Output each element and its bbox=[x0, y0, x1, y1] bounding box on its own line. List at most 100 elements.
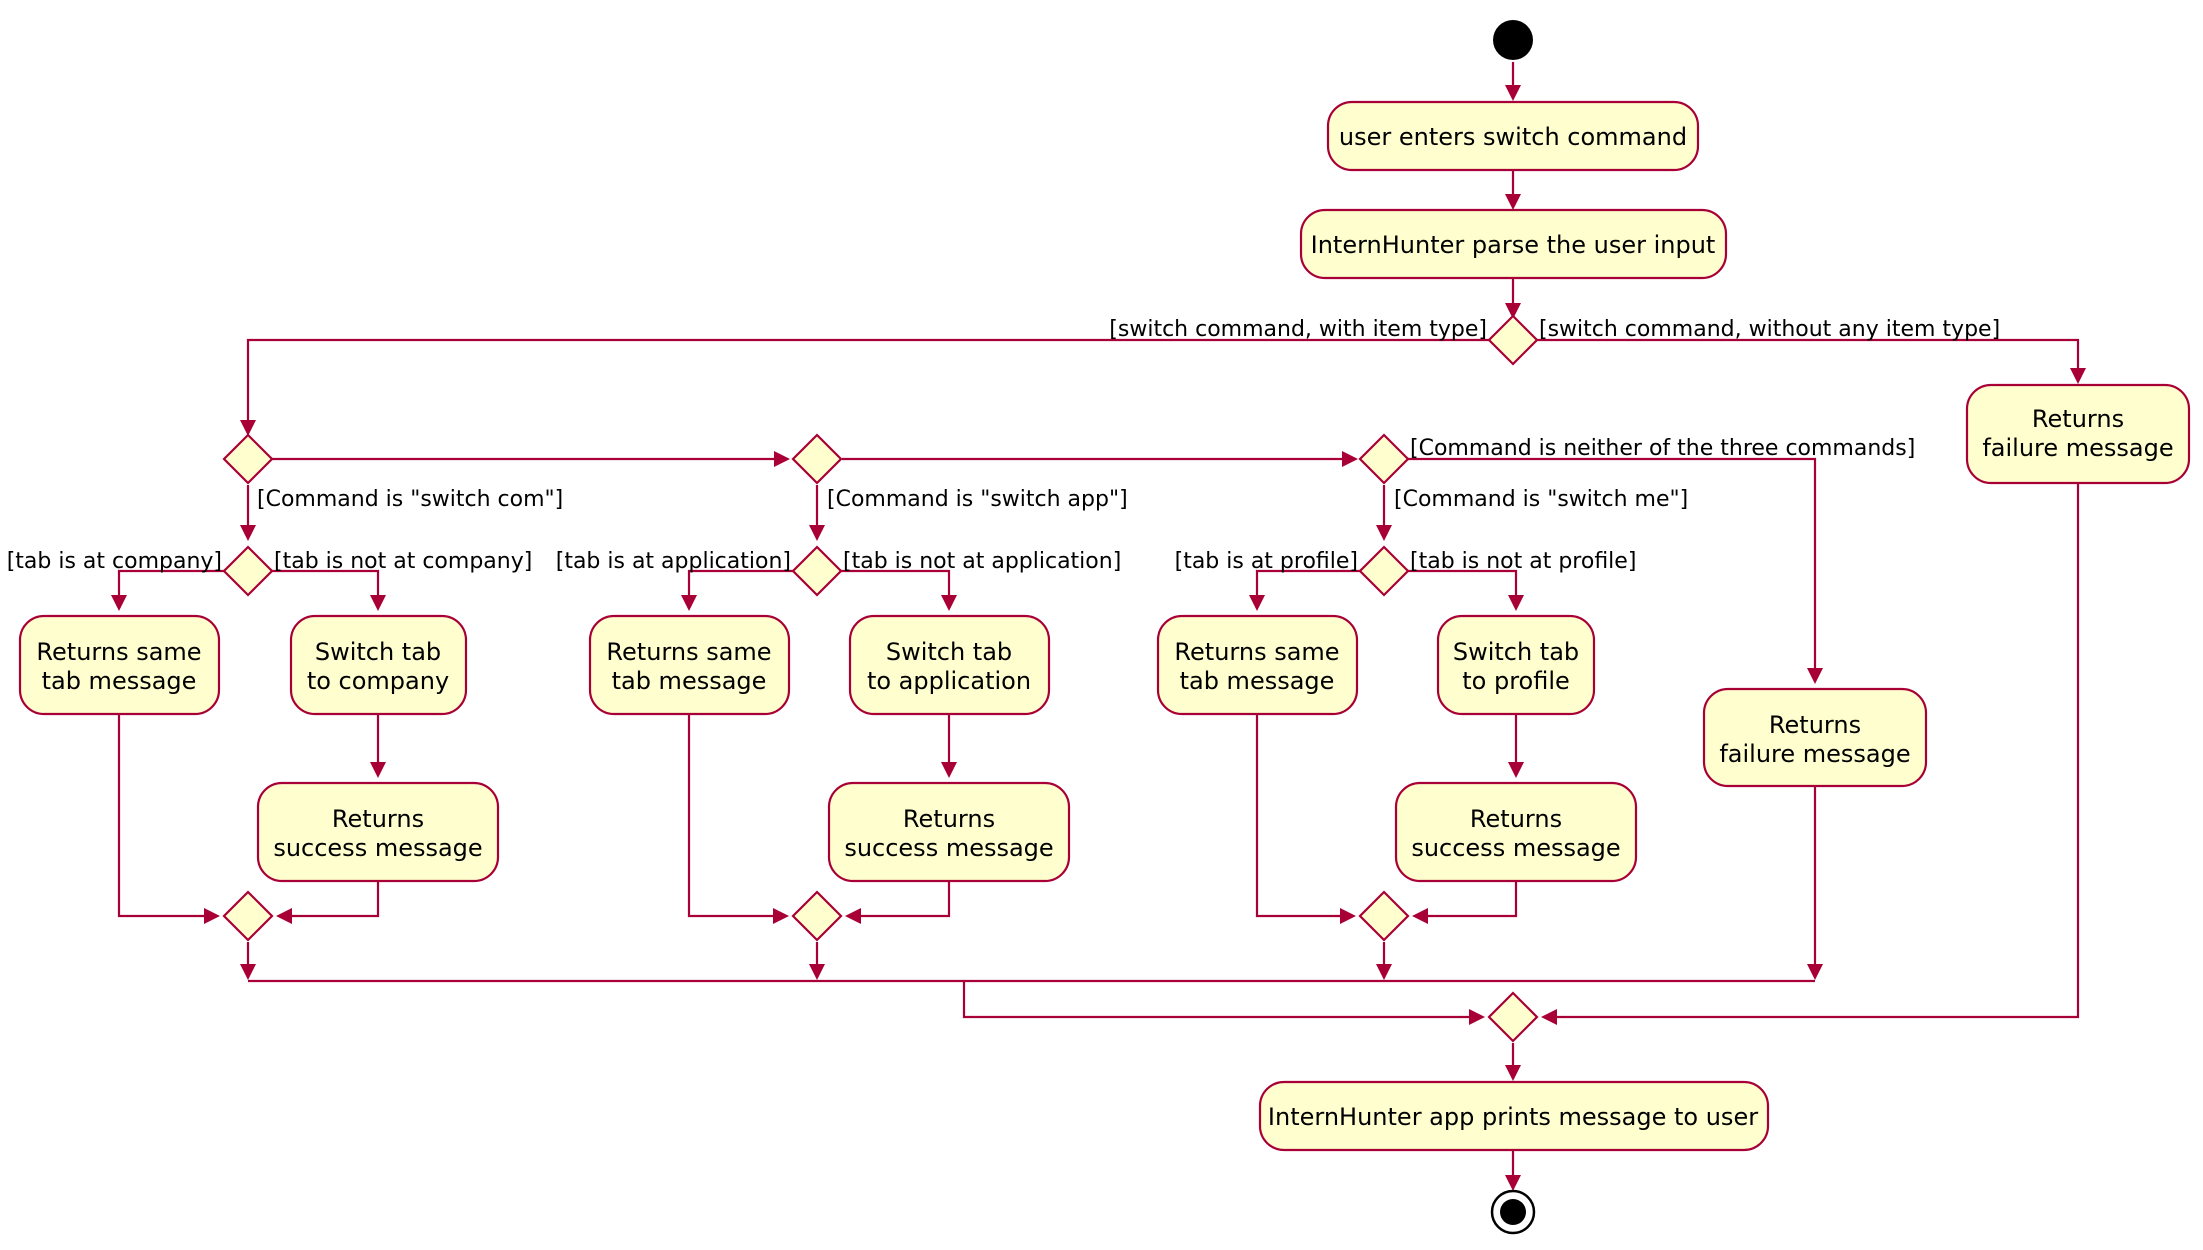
action-app-switch-tab: Switch tab to application bbox=[848, 614, 1051, 716]
action-label-line1: Switch tab bbox=[315, 638, 441, 666]
arrowhead bbox=[1342, 451, 1358, 467]
action-label-line1: Returns bbox=[332, 805, 424, 833]
action-label-line1: Returns same bbox=[36, 638, 201, 666]
action-app-same-tab: Returns same tab message bbox=[588, 614, 791, 716]
guard-at-profile: [tab is at profile] bbox=[1175, 549, 1358, 574]
arrowhead bbox=[809, 525, 825, 541]
action-label-line1: Switch tab bbox=[886, 638, 1012, 666]
action-com-success: Returns success message bbox=[256, 781, 500, 883]
diagram-arrowheads bbox=[111, 85, 2086, 1191]
action-me-switch-tab: Switch tab to profile bbox=[1436, 614, 1596, 716]
arrowhead bbox=[370, 762, 386, 778]
arrowhead bbox=[941, 595, 957, 611]
arrowhead bbox=[1807, 668, 1823, 684]
arrowhead bbox=[845, 908, 861, 924]
guard-not-at-company: [tab is not at company] bbox=[274, 549, 532, 574]
arrowhead bbox=[240, 420, 256, 436]
arrowhead bbox=[773, 908, 789, 924]
arrowhead bbox=[240, 964, 256, 980]
arrowhead bbox=[1505, 1175, 1521, 1191]
action-label-line2: success message bbox=[1411, 834, 1620, 862]
action-label-line2: tab message bbox=[1180, 667, 1335, 695]
action-label-line2: success message bbox=[844, 834, 1053, 862]
action-me-same-tab: Returns same tab message bbox=[1156, 614, 1359, 716]
edge-not-at-company bbox=[272, 569, 380, 607]
guard-is-switch-com: [Command is "switch com"] bbox=[257, 487, 563, 512]
arrowhead bbox=[1505, 85, 1521, 101]
decision-switch-app bbox=[791, 433, 843, 485]
arrowhead bbox=[1807, 964, 1823, 980]
start-node bbox=[1493, 20, 1533, 60]
action-com-same-tab: Returns same tab message bbox=[18, 614, 221, 716]
action-label: user enters switch command bbox=[1339, 123, 1687, 151]
arrowhead bbox=[1376, 964, 1392, 980]
action-com-switch-tab: Switch tab to company bbox=[289, 614, 468, 716]
arrowhead bbox=[204, 908, 220, 924]
decision-switch-com bbox=[222, 433, 274, 485]
arrowhead bbox=[1508, 595, 1524, 611]
edge-at-company bbox=[117, 569, 224, 607]
action-enter-command: user enters switch command bbox=[1326, 100, 1700, 172]
decision-switch-me bbox=[1358, 433, 1410, 485]
edge-not-at-profile bbox=[1408, 569, 1518, 607]
action-label-line2: failure message bbox=[1719, 740, 1910, 768]
guard-with-item-type: [switch command, with item type] bbox=[1109, 317, 1487, 342]
guard-is-switch-me: [Command is "switch me"] bbox=[1394, 487, 1688, 512]
action-label-line1: Returns bbox=[903, 805, 995, 833]
edge-app-same-to-merge bbox=[687, 715, 785, 918]
merge-final bbox=[1487, 991, 1539, 1043]
action-label-line2: tab message bbox=[612, 667, 767, 695]
decision-tab-profile bbox=[1358, 545, 1410, 597]
action-label-line1: Switch tab bbox=[1453, 638, 1579, 666]
action-label: InternHunter parse the user input bbox=[1311, 231, 1716, 259]
edge-neither bbox=[1408, 457, 1817, 680]
merge-company bbox=[222, 890, 274, 942]
action-label-line2: failure message bbox=[1982, 434, 2173, 462]
edge-with-item-type bbox=[246, 338, 1489, 432]
edge-me-same-to-merge bbox=[1255, 715, 1352, 918]
action-label-line2: success message bbox=[273, 834, 482, 862]
edge-com-success-to-merge bbox=[280, 881, 380, 918]
arrowhead bbox=[240, 525, 256, 541]
arrowhead bbox=[111, 595, 127, 611]
guard-at-application: [tab is at application] bbox=[556, 549, 791, 574]
action-label-line1: Returns same bbox=[1174, 638, 1339, 666]
edge-app-success-to-merge bbox=[849, 881, 951, 918]
guard-without-item-type: [switch command, without any item type] bbox=[1539, 317, 2000, 342]
arrowhead bbox=[1541, 1009, 1557, 1025]
edge-not-at-application bbox=[841, 569, 951, 607]
arrowhead bbox=[1412, 908, 1428, 924]
action-parse-input: InternHunter parse the user input bbox=[1299, 208, 1728, 280]
arrowhead bbox=[681, 595, 697, 611]
action-me-success: Returns success message bbox=[1394, 781, 1638, 883]
guard-at-company: [tab is at company] bbox=[7, 549, 222, 574]
arrowhead bbox=[1469, 1009, 1485, 1025]
edge-without-item-type bbox=[1537, 338, 2080, 380]
edge-merge-bar-to-final bbox=[962, 981, 1481, 1019]
end-node bbox=[1490, 1189, 1536, 1235]
guard-neither: [Command is neither of the three command… bbox=[1410, 436, 1915, 461]
action-label-line2: tab message bbox=[42, 667, 197, 695]
arrowhead bbox=[1249, 595, 1265, 611]
decision-tab-company bbox=[222, 545, 274, 597]
edge-com-same-to-merge bbox=[117, 715, 216, 918]
arrowhead bbox=[941, 762, 957, 778]
edge-me-success-to-merge bbox=[1416, 881, 1518, 918]
guard-not-at-profile: [tab is not at profile] bbox=[1410, 549, 1636, 574]
arrowhead bbox=[1505, 194, 1521, 210]
guard-is-switch-app: [Command is "switch app"] bbox=[827, 487, 1128, 512]
action-app-success: Returns success message bbox=[827, 781, 1071, 883]
decision-nodes bbox=[222, 314, 1539, 1043]
action-label-line2: to application bbox=[867, 667, 1031, 695]
merge-application bbox=[791, 890, 843, 942]
arrowhead bbox=[1340, 908, 1356, 924]
action-label-line2: to profile bbox=[1462, 667, 1570, 695]
action-label-line1: Returns bbox=[1470, 805, 1562, 833]
decision-item-type bbox=[1487, 314, 1539, 366]
arrowhead bbox=[774, 451, 790, 467]
arrowhead bbox=[370, 595, 386, 611]
edge-fail-no-type-to-final bbox=[1545, 483, 2080, 1019]
arrowhead bbox=[1505, 1065, 1521, 1081]
decision-tab-application bbox=[791, 545, 843, 597]
arrowhead bbox=[1508, 762, 1524, 778]
